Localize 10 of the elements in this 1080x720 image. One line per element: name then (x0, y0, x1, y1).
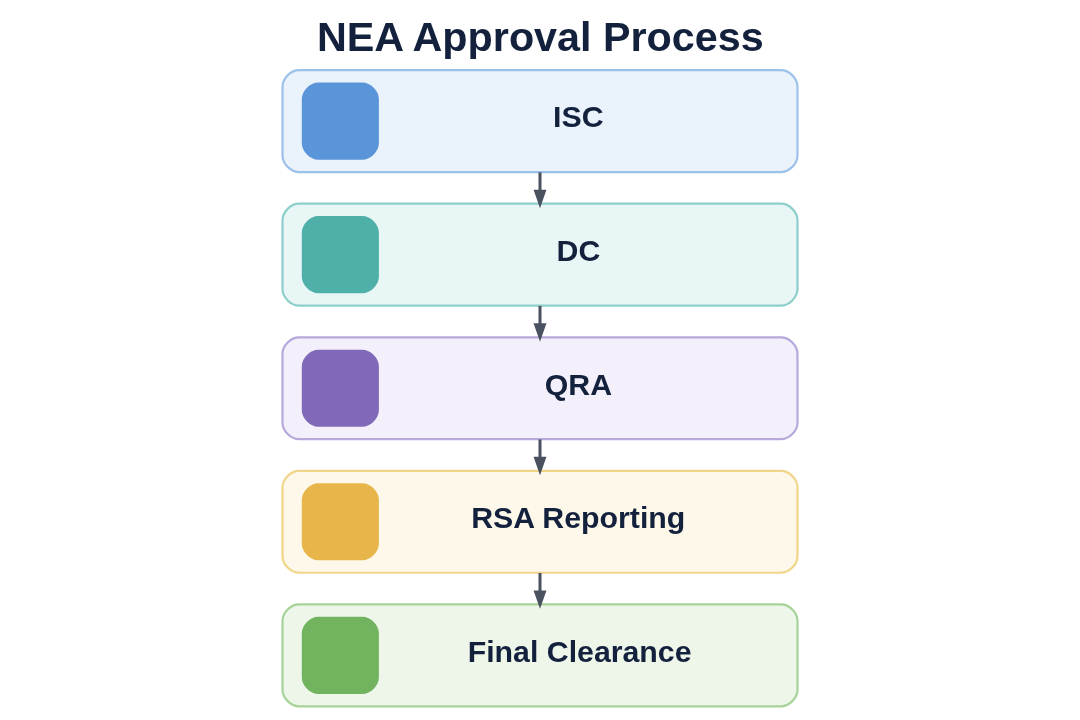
node-box: RSA Reporting (281, 469, 799, 574)
arrow (533, 439, 547, 476)
arrow (533, 573, 547, 609)
node-box: ISC (281, 69, 799, 174)
diagram-title: NEA Approval Process (316, 13, 764, 60)
node-box: QRA (281, 336, 799, 441)
arrow (533, 305, 547, 342)
node-box: Final Clearance (281, 603, 799, 708)
node-box: DC (281, 202, 799, 307)
arrow (533, 172, 547, 209)
